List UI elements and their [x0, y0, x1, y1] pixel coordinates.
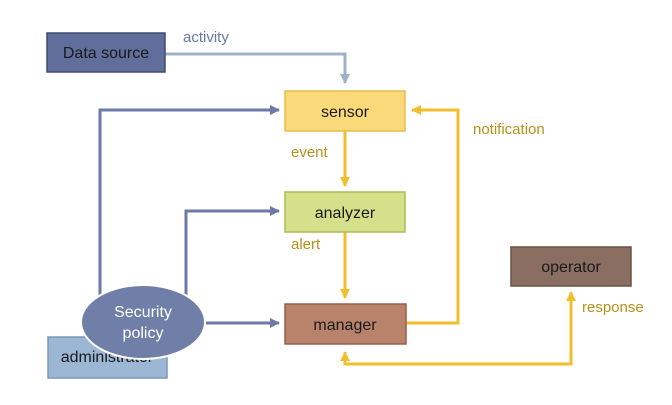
edge-datasource-to-sensor — [165, 52, 350, 84]
edge-manager-operator — [340, 291, 576, 366]
activity-label: activity — [183, 29, 229, 46]
data-source-label: Data source — [63, 45, 149, 62]
operator-node: operator — [510, 246, 632, 287]
edge-policy-to-sensor — [98, 105, 280, 302]
manager-label: manager — [313, 317, 377, 334]
analyzer-label: analyzer — [315, 205, 376, 222]
sensor-node: sensor — [284, 90, 406, 132]
event-label: event — [291, 144, 329, 161]
edge-manager-to-sensor — [406, 105, 460, 325]
response-label: response — [582, 299, 644, 316]
sensor-label: sensor — [321, 104, 370, 121]
data-source-node: Data source — [46, 32, 166, 73]
alert-label: alert — [291, 236, 321, 253]
analyzer-node: analyzer — [284, 191, 406, 233]
operator-label: operator — [541, 259, 601, 276]
security-policy-label-line2: policy — [123, 325, 164, 342]
security-policy-label-line1: Security — [114, 304, 172, 321]
edge-policy-to-analyzer — [184, 206, 280, 302]
notification-label: notification — [473, 121, 545, 138]
security-policy-node: Security policy — [80, 284, 206, 360]
manager-node: manager — [284, 303, 407, 345]
